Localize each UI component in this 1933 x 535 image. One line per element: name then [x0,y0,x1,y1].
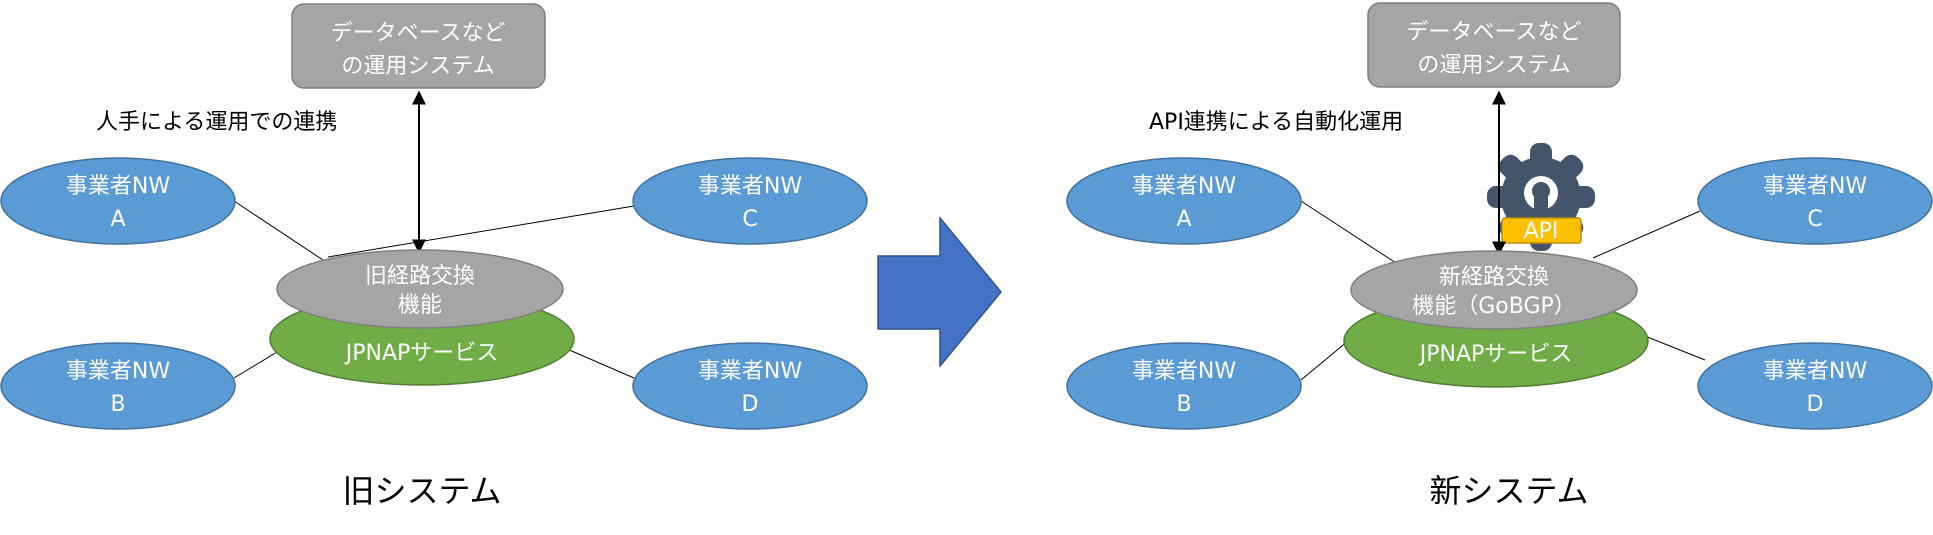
network-label: 事業者NW [698,174,802,199]
old-router-line1: 旧経路交換 [365,264,475,289]
connector-line [327,205,635,258]
new-service-label: JPNAPサービス [1418,342,1573,367]
old-service-label: JPNAPサービス [344,341,499,366]
new-link-label: API連携による自動化運用 [1149,110,1403,135]
right-arrow-icon [877,215,1002,369]
network-id: C [1807,207,1822,232]
network-label: 事業者NW [66,359,170,384]
new-router-ellipse [1350,250,1638,330]
network-id: B [110,392,125,417]
old-system: データベースなど の運用システム 人手による運用での連携 JPNAPサービス 旧… [0,3,868,510]
network-id: A [110,207,125,232]
new-db-line1: データベースなど [1407,20,1582,45]
old-router-ellipse [276,249,564,329]
new-system: データベースなど の運用システム API連携による自動化運用 JPNAPサービス… [1066,2,1933,510]
new-network-b [1066,342,1302,430]
old-network-d [632,342,868,430]
connector-line [233,200,324,261]
network-label: 事業者NW [1763,359,1867,384]
network-label: 事業者NW [66,174,170,199]
network-id: C [742,207,757,232]
old-link-label: 人手による運用での連携 [96,110,337,135]
new-db-box [1367,2,1621,88]
network-label: 事業者NW [1132,174,1236,199]
old-router-line2: 機能 [398,293,442,318]
new-network-c [1697,157,1933,245]
network-label: 事業者NW [1132,359,1236,384]
network-id: D [1807,392,1824,417]
new-db-line2: の運用システム [1417,53,1570,78]
network-id: D [742,392,759,417]
old-network-b [0,342,236,430]
new-system-title: 新システム [1429,472,1588,510]
new-router-line1: 新経路交換 [1439,265,1549,290]
old-db-line2: の運用システム [341,54,494,79]
network-label: 事業者NW [698,359,802,384]
old-system-title: 旧システム [342,472,501,510]
network-label: 事業者NW [1763,174,1867,199]
connector-line [1300,200,1397,264]
new-network-d [1697,342,1933,430]
api-badge-label: API [1524,219,1559,244]
old-db-line1: データベースなど [331,21,506,46]
network-id: A [1176,207,1191,232]
connector-line [1592,210,1701,259]
old-network-a [0,157,236,245]
old-network-c [632,157,868,245]
old-db-box [291,3,546,89]
new-router-line2: 機能（GoBGP） [1412,294,1576,319]
new-network-a [1066,157,1302,245]
network-id: B [1176,392,1191,417]
